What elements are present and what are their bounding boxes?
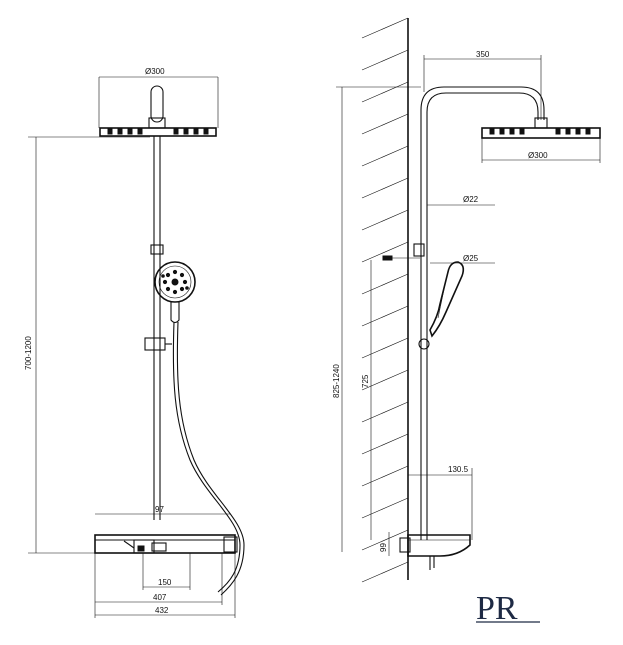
front-outlet xyxy=(133,539,155,554)
front-hand-shower-handle xyxy=(170,302,180,324)
front-outlet-width-label: 150 xyxy=(158,578,172,587)
front-view: Ø300 700-1200 xyxy=(24,67,245,618)
side-thermostat-body xyxy=(407,534,471,557)
side-head-nozzles xyxy=(489,128,591,135)
front-shelf-offset-label: 97 xyxy=(155,505,164,514)
side-wall-connector xyxy=(399,537,411,553)
wall-hatching xyxy=(361,17,409,583)
side-total-height-label: 825-1240 xyxy=(332,364,341,398)
side-arm-reach-label: 350 xyxy=(476,50,490,59)
front-head-stem xyxy=(150,85,164,123)
svg-text:PR: PR xyxy=(476,590,518,627)
side-view: 350 Ø300 Ø22 Ø25 xyxy=(332,17,601,583)
side-riser-arm-outer xyxy=(420,86,545,540)
front-total-width-label: 432 xyxy=(155,606,169,615)
front-shower-head xyxy=(99,127,217,137)
brand-logo: PR xyxy=(476,590,540,627)
side-outlet-pipe xyxy=(429,556,435,570)
side-shelf-depth-label: 130.5 xyxy=(448,465,469,474)
front-thermostat-body xyxy=(94,534,236,554)
side-upper-bracket xyxy=(413,243,425,257)
side-slide-height-label: 725 xyxy=(361,374,370,388)
front-head-nozzles xyxy=(107,128,209,135)
front-upper-bracket xyxy=(150,244,164,255)
side-holder-knob xyxy=(418,338,430,350)
side-base-height-label: 99 xyxy=(379,543,388,552)
front-hand-shower-face xyxy=(154,261,196,303)
front-diverter xyxy=(151,542,167,552)
front-body-width-label: 407 xyxy=(153,593,167,602)
side-handset-diameter-label: Ø25 xyxy=(463,254,479,263)
front-hose xyxy=(172,321,241,593)
side-hand-shower xyxy=(429,261,465,338)
front-handle-right xyxy=(223,536,238,553)
front-height-label: 700-1200 xyxy=(24,336,33,370)
side-head-diameter-label: Ø300 xyxy=(528,151,548,160)
side-shower-head xyxy=(481,127,601,139)
front-head-diameter-label: Ø300 xyxy=(145,67,165,76)
front-hand-shower-nozzles xyxy=(161,269,189,295)
front-holder xyxy=(144,337,166,351)
front-head-joint xyxy=(148,117,166,129)
side-pipe-diameter-label: Ø22 xyxy=(463,195,479,204)
side-riser-arm-inner xyxy=(426,92,539,540)
